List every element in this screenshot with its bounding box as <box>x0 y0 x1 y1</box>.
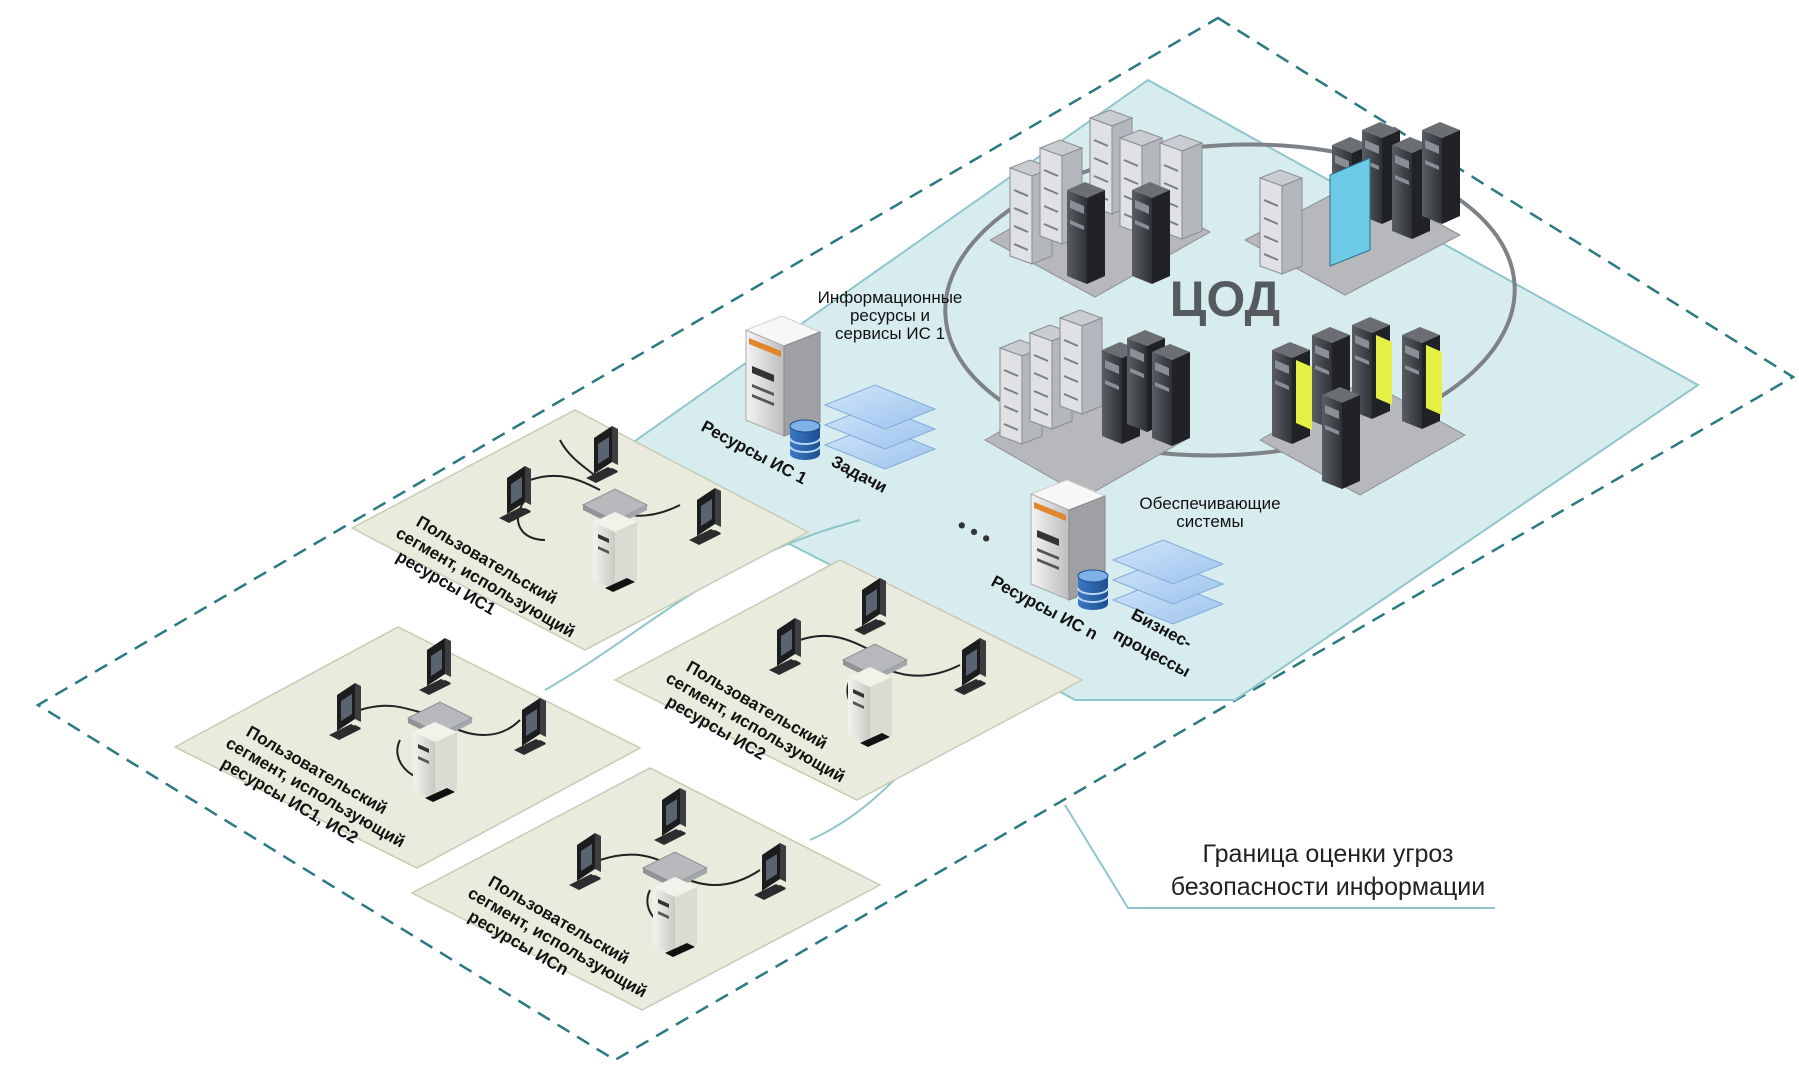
svg-text:ресурсы и: ресурсы и <box>850 306 930 325</box>
support-systems-label: Обеспечивающие системы <box>1139 494 1280 531</box>
segment-area-1 <box>350 409 810 651</box>
segment-area-4 <box>410 767 882 1011</box>
workstation-tower-icon <box>593 512 637 592</box>
datacenter-cluster-bottom-left <box>983 309 1190 498</box>
svg-text:Информационные: Информационные <box>818 288 963 307</box>
database-is1-icon <box>789 419 821 461</box>
server-is1-icon <box>745 315 821 437</box>
segment-area-2 <box>173 626 642 869</box>
datacenter-label: ЦОД <box>1170 271 1280 327</box>
boundary-callout-line <box>1064 804 1495 909</box>
workstation-tower-icon <box>848 667 892 747</box>
datacenter-cluster-top-right <box>1243 122 1462 296</box>
datacenter-cluster-bottom-right <box>1258 317 1467 496</box>
info-resources-label: Информационные ресурсы и сервисы ИС 1 <box>818 288 963 343</box>
workstation-tower-icon <box>413 722 457 802</box>
datacenter-cluster-top-left <box>988 109 1212 298</box>
svg-text:Обеспечивающие: Обеспечивающие <box>1139 494 1280 513</box>
svg-text:безопасности информации: безопасности информации <box>1171 873 1485 901</box>
datacenter-ring <box>943 142 1517 458</box>
workstation-tower-icon <box>653 877 697 957</box>
boundary-label: Граница оценки угроз безопасности информ… <box>1171 840 1485 901</box>
svg-text:системы: системы <box>1176 512 1243 531</box>
svg-text:сервисы ИС 1: сервисы ИС 1 <box>835 324 945 343</box>
svg-text:Граница оценки угроз: Граница оценки угроз <box>1203 840 1454 868</box>
database-isn-icon <box>1077 569 1109 611</box>
